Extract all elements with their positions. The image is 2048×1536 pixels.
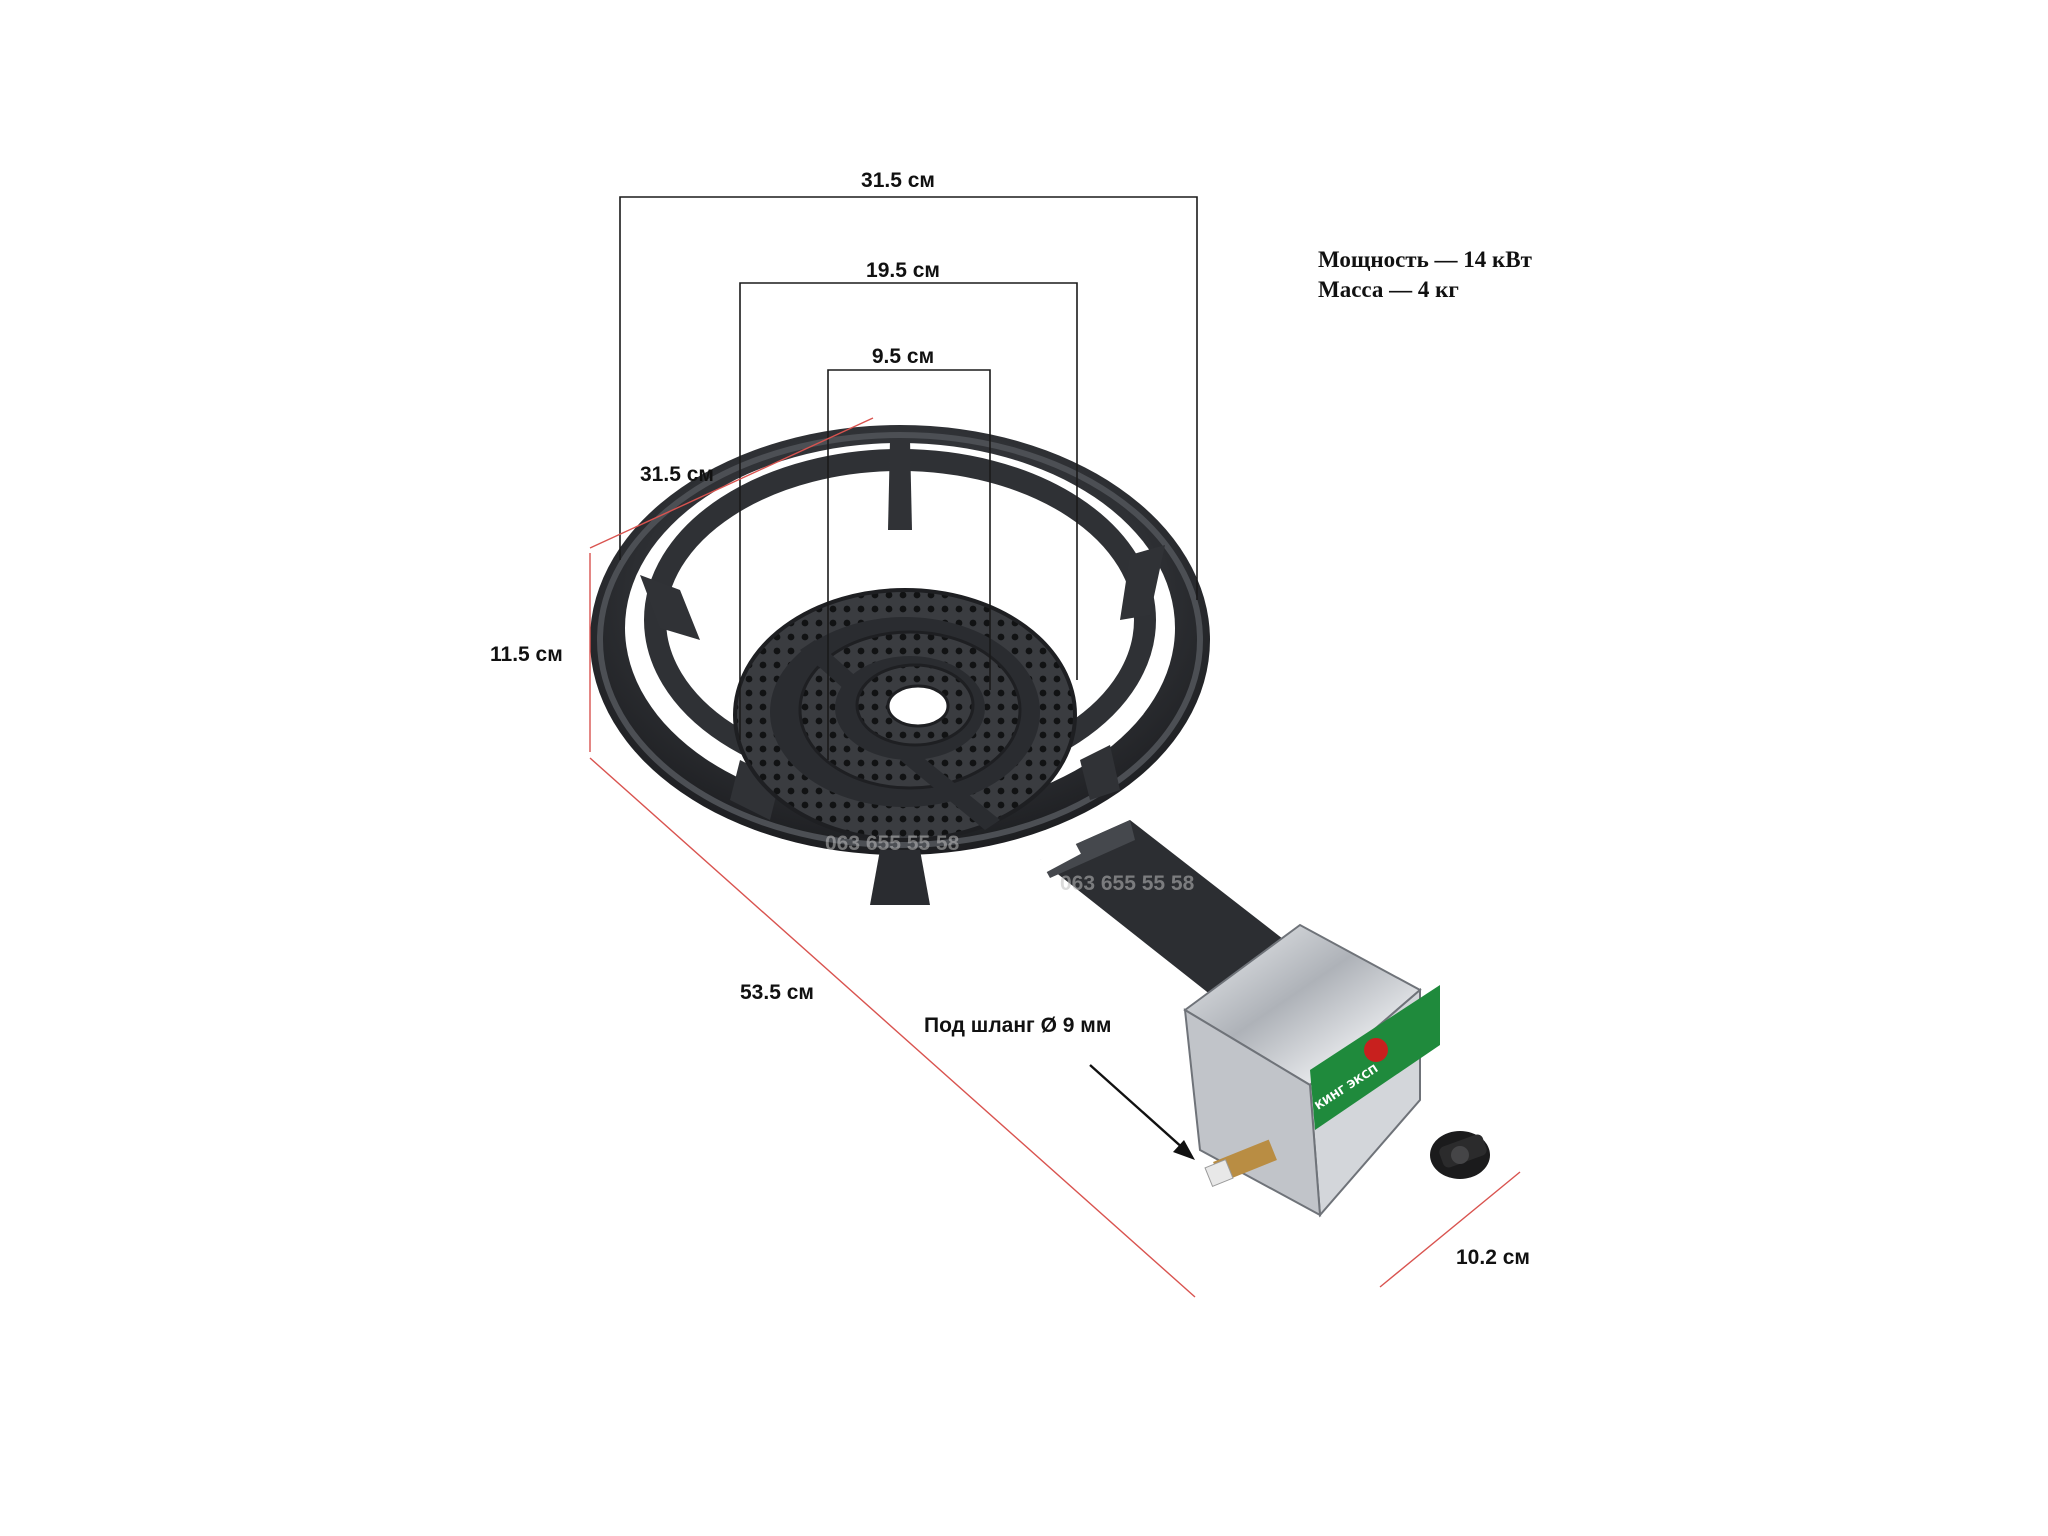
- gas-valve: КИНГ ЭКСП: [1183, 923, 1490, 1218]
- hose-nozzle: [1204, 1139, 1277, 1188]
- spec-block: Мощность — 14 кВт Масса — 4 кг: [1318, 247, 1533, 302]
- watermark-2: 063 655 55 58: [1060, 872, 1195, 895]
- dimension-labels: 31.5 см 19.5 см 9.5 см 31.5 см 11.5 см 5…: [490, 169, 1530, 1269]
- burner-rings: [733, 588, 1077, 842]
- label-hose: Под шланг Ø 9 мм: [924, 1014, 1111, 1037]
- label-height: 11.5 см: [490, 643, 563, 666]
- dim-outer-width-line: [619, 196, 1198, 600]
- pot-supports: [640, 440, 1165, 820]
- dimension-lines: [589, 196, 1521, 1298]
- label-outer-width: 31.5 см: [861, 169, 935, 192]
- spec-mass: Масса — 4 кг: [1318, 277, 1459, 302]
- dim-length-line: [589, 757, 1196, 1298]
- dim-inner-ring-line: [827, 369, 991, 760]
- label-depth: 31.5 см: [640, 463, 714, 486]
- control-knob: [1430, 1131, 1490, 1179]
- label-inner-ring: 9.5 см: [872, 345, 934, 368]
- brand-logo-icon: [1364, 1038, 1388, 1062]
- label-middle-ring: 19.5 см: [866, 259, 940, 282]
- hose-arrow: [1089, 1064, 1195, 1160]
- burner-foot: [870, 850, 930, 905]
- spec-power: Мощность — 14 кВт: [1318, 247, 1533, 272]
- dim-middle-ring-line: [739, 282, 1078, 740]
- watermark-1: 063 655 55 58: [825, 832, 960, 855]
- label-length: 53.5 см: [740, 981, 814, 1004]
- gas-pipe: [1039, 820, 1310, 1010]
- burner-illustration: КИНГ ЭКСП 063 655 55 58 063 655 55 58: [590, 425, 1490, 1218]
- dim-depth-line: [589, 417, 874, 549]
- dim-valve-width-line: [1379, 1171, 1521, 1288]
- label-valve-width: 10.2 см: [1456, 1246, 1530, 1269]
- pipe-slot: [1039, 841, 1081, 873]
